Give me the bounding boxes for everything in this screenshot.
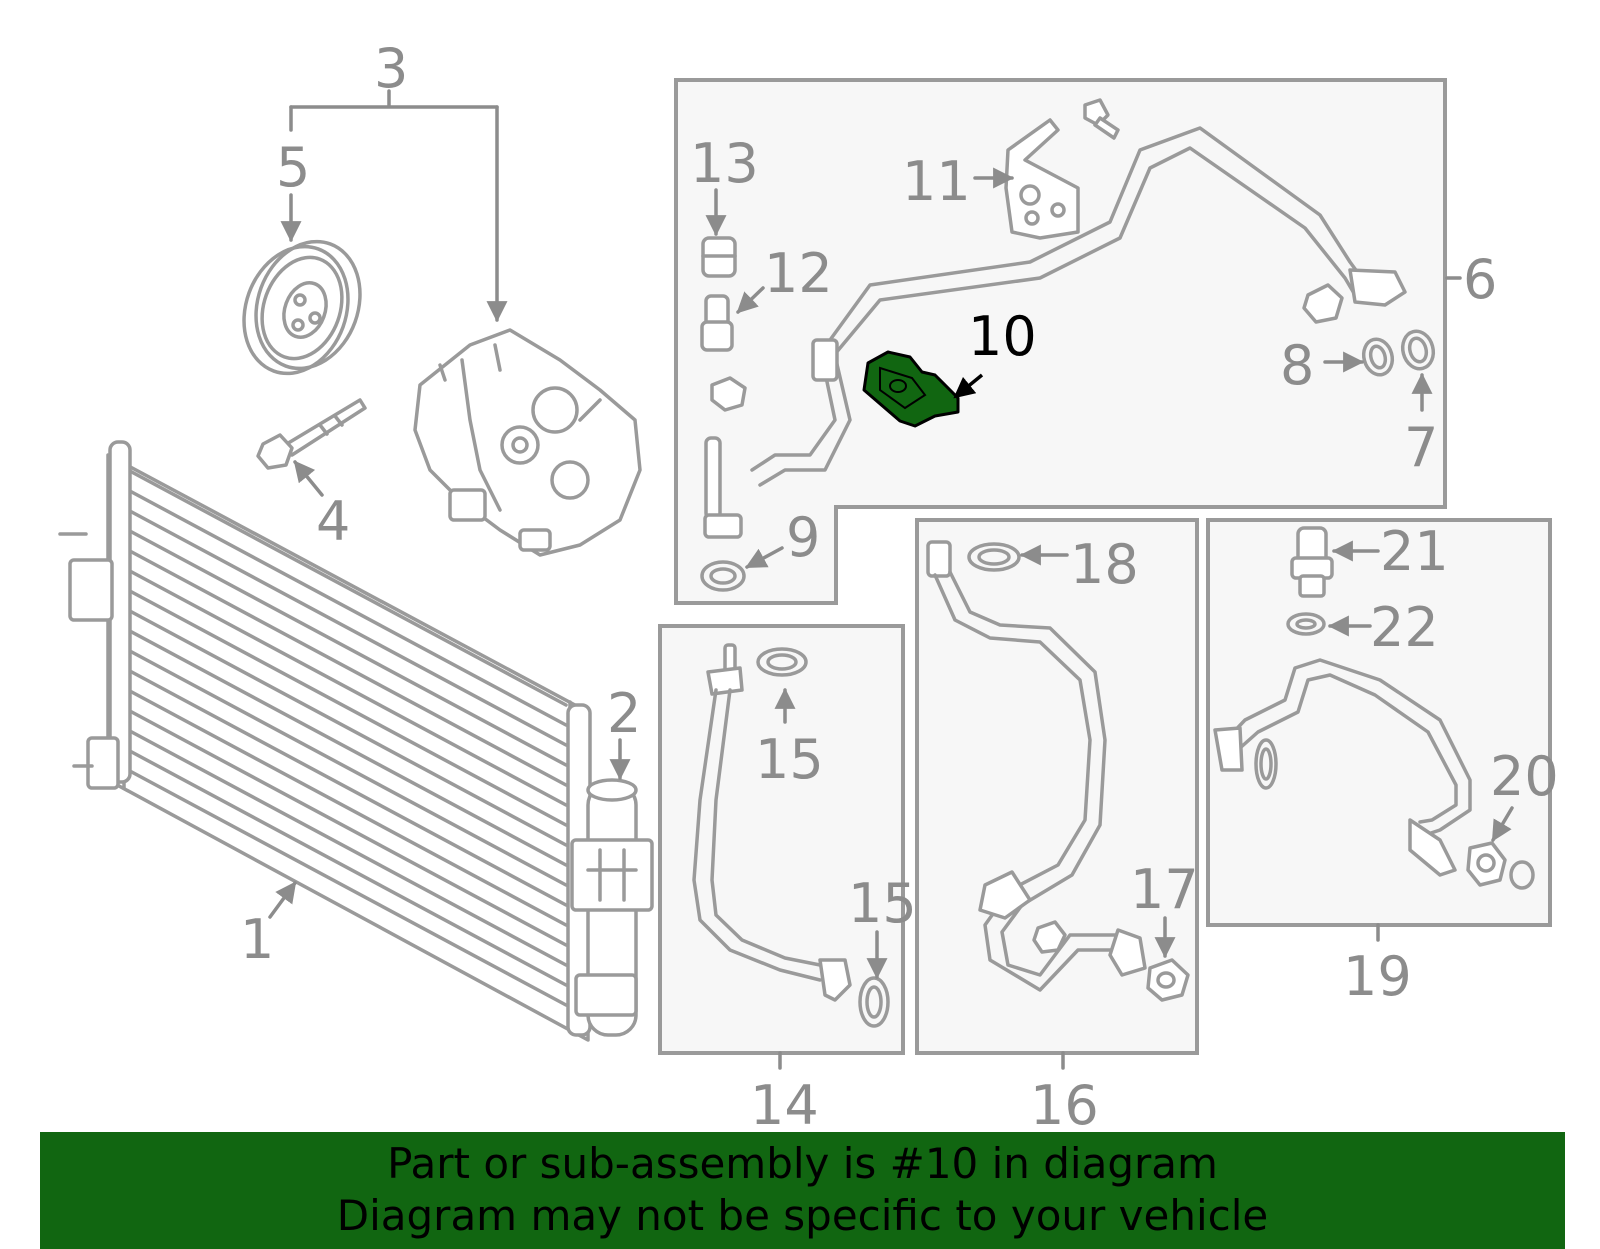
callout-7: 7 [1404, 416, 1438, 479]
o-ring-near-part-19 [1254, 738, 1278, 790]
callout-21: 21 [1380, 520, 1449, 583]
receiver-drier-part-2 [570, 778, 654, 1037]
callout-4: 4 [316, 490, 350, 553]
callout-15-top: 15 [755, 728, 824, 791]
callout-20: 20 [1490, 745, 1559, 808]
gasket-part-17 [1146, 958, 1190, 1002]
callout-17: 17 [1130, 858, 1199, 921]
ac-line-part-19 [1213, 658, 1472, 877]
info-banner: Part or sub-assembly is #10 in diagram D… [40, 1132, 1565, 1249]
bracket-part-10-highlighted [862, 350, 960, 428]
callout-9: 9 [786, 506, 820, 569]
nut-near-part-8 [1302, 283, 1344, 324]
callout-15-bottom: 15 [848, 872, 917, 935]
pulley-part-5 [242, 239, 362, 376]
o-ring-part-18 [967, 542, 1021, 572]
banner-line-1: Part or sub-assembly is #10 in diagram [387, 1139, 1218, 1188]
o-ring-part-8 [1361, 337, 1395, 377]
callout-3: 3 [374, 37, 408, 100]
bracket-part-11 [1004, 118, 1080, 240]
valve-part-12 [700, 294, 734, 352]
group-box-16 [915, 518, 1199, 1055]
ac-line-part-16 [926, 540, 1147, 992]
cap-part-13 [701, 236, 737, 278]
callout-19: 19 [1343, 945, 1412, 1008]
callout-13: 13 [690, 132, 759, 195]
callout-18: 18 [1070, 533, 1139, 596]
sensor-part-21 [1290, 526, 1334, 598]
bolt-near-part-11 [1083, 98, 1120, 140]
o-ring-part-22 [1286, 612, 1326, 636]
condenser-part-1 [58, 440, 592, 1042]
callout-1: 1 [240, 908, 274, 971]
callout-2: 2 [607, 682, 641, 745]
bolt-part-4 [256, 398, 367, 470]
o-ring-part-7 [1400, 329, 1436, 371]
o-ring-part-15-top [756, 647, 808, 677]
compressor-part-3 [413, 328, 642, 557]
callout-11: 11 [902, 150, 971, 213]
callout-14: 14 [750, 1074, 819, 1137]
banner-line-2: Diagram may not be specific to your vehi… [336, 1191, 1269, 1240]
callout-12: 12 [764, 242, 833, 305]
ac-line-part-14 [692, 643, 852, 1002]
callout-10-highlighted: 10 [968, 305, 1037, 368]
o-ring-part-9 [700, 560, 746, 592]
callout-6: 6 [1463, 248, 1497, 311]
callout-5: 5 [276, 136, 310, 199]
group-box-6 [674, 78, 1447, 605]
callout-22: 22 [1370, 596, 1439, 659]
callout-16: 16 [1030, 1074, 1099, 1137]
ac-line-part-6 [703, 126, 1407, 539]
callout-8: 8 [1280, 334, 1314, 397]
gasket-part-20 [1466, 841, 1535, 890]
nut-below-part-12 [710, 376, 747, 412]
